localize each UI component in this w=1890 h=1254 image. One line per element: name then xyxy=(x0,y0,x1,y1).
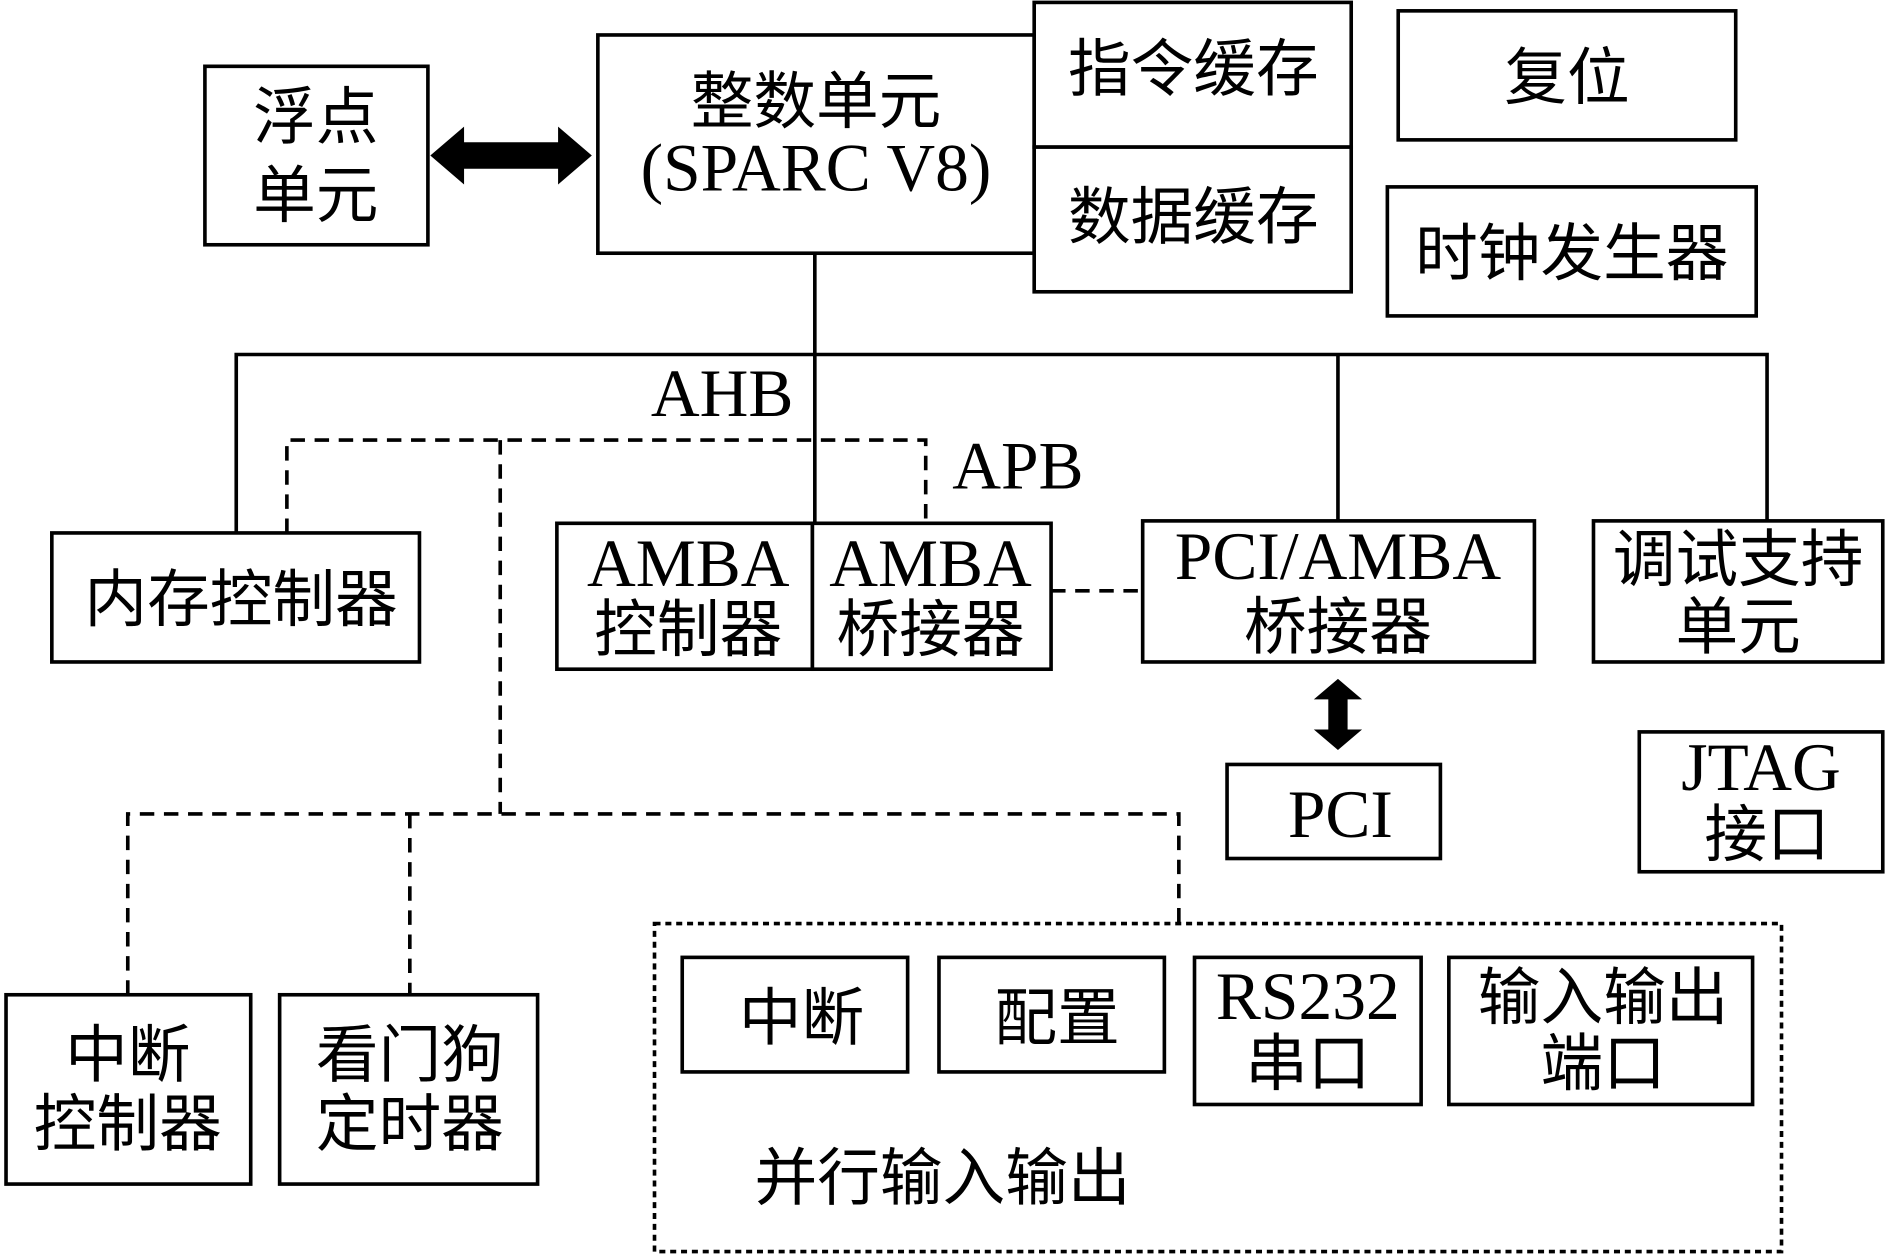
pio-config-block: 配置 xyxy=(937,955,1167,1074)
fpu-label-2: 单元 xyxy=(253,159,378,232)
memctrl-label: 内存控制器 xyxy=(84,563,397,636)
debug-support-block: 调试支持 单元 xyxy=(1591,519,1885,664)
apb-lower-bus-line xyxy=(125,812,1181,995)
pio-config-label: 配置 xyxy=(994,981,1119,1054)
amba-ctrl-label-2: 控制器 xyxy=(594,593,782,666)
watchdog-label-1: 看门狗 xyxy=(316,1019,504,1092)
amba-controller-block: AMBA 控制器 xyxy=(555,521,815,672)
amba-bridge-label-2: 桥接器 xyxy=(837,593,1025,666)
debug-label-2: 单元 xyxy=(1675,591,1800,664)
fpu-label-1: 浮点 xyxy=(253,81,378,154)
irqctrl-label-1: 中断 xyxy=(65,1019,190,1092)
pio-interrupt-label: 中断 xyxy=(739,981,864,1054)
pci-bridge-label-1: PCI/AMBA xyxy=(1175,519,1502,594)
icache-block: 指令缓存 xyxy=(1032,0,1354,149)
ahb-label: AHB xyxy=(651,356,793,431)
pci-amba-bridge-block: PCI/AMBA 桥接器 xyxy=(1140,519,1537,664)
icache-label: 指令缓存 xyxy=(1068,32,1319,105)
dcache-label: 数据缓存 xyxy=(1068,181,1319,254)
fpu-block: 浮点 单元 xyxy=(203,64,430,247)
memory-controller-block: 内存控制器 xyxy=(50,531,422,664)
io-port-label-1: 输入输出 xyxy=(1478,961,1729,1034)
apb-bus-line xyxy=(285,438,928,533)
reset-block: 复位 xyxy=(1396,9,1738,142)
jtag-label-2: 接口 xyxy=(1704,798,1829,871)
parallel-io-group: 中断 配置 RS232 串口 输入输出 端口 并行输入输出 xyxy=(652,921,1784,1254)
parallel-io-label: 并行输入输出 xyxy=(755,1142,1131,1215)
apb-label: APB xyxy=(952,428,1083,503)
double-arrow-icon xyxy=(430,126,592,185)
irqctrl-label-2: 控制器 xyxy=(34,1087,222,1160)
pci-bridge-label-2: 桥接器 xyxy=(1244,591,1432,664)
io-port-label-2: 端口 xyxy=(1540,1027,1665,1100)
interrupt-controller-block: 中断 控制器 xyxy=(4,992,253,1186)
amba-bridge-label-1: AMBA xyxy=(829,526,1032,601)
amba-bridge-block: AMBA 桥接器 xyxy=(810,521,1053,672)
rs232-label-2: 串口 xyxy=(1245,1027,1370,1100)
reset-label: 复位 xyxy=(1504,41,1629,114)
clock-block: 时钟发生器 xyxy=(1385,185,1759,318)
clock-label: 时钟发生器 xyxy=(1415,217,1728,290)
pci-block: PCI xyxy=(1225,762,1443,861)
debug-label-1: 调试支持 xyxy=(1613,523,1864,596)
io-port-block: 输入输出 端口 xyxy=(1447,955,1755,1107)
watchdog-block: 看门狗 定时器 xyxy=(277,992,540,1186)
vertical-double-arrow-icon xyxy=(1313,678,1363,750)
watchdog-label-2: 定时器 xyxy=(316,1087,504,1160)
iu-label-2: (SPARC V8) xyxy=(641,131,992,206)
jtag-block: JTAG 接口 xyxy=(1637,730,1885,874)
amba-ctrl-label-1: AMBA xyxy=(587,526,790,601)
iu-label-1: 整数单元 xyxy=(691,65,942,138)
rs232-block: RS232 串口 xyxy=(1192,955,1423,1107)
jtag-label-1: JTAG xyxy=(1681,730,1841,805)
pci-label: PCI xyxy=(1288,777,1393,852)
ahb-bus-line xyxy=(234,352,1769,533)
rs232-label-1: RS232 xyxy=(1216,959,1400,1034)
dcache-block: 数据缓存 xyxy=(1032,145,1354,294)
pio-interrupt-block: 中断 xyxy=(680,955,910,1074)
integer-unit-block: 整数单元 (SPARC V8) xyxy=(596,33,1037,256)
